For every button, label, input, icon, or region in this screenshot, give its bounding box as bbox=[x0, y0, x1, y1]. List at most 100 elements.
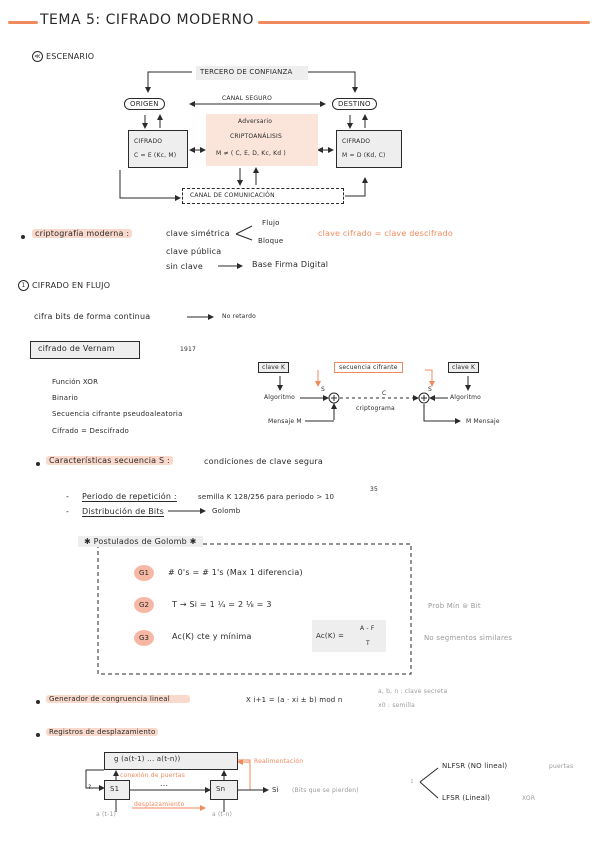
postulados-golomb-header: ✱ Postulados de Golomb ✱ bbox=[78, 536, 203, 547]
section-number-1: 1 bbox=[18, 280, 29, 291]
acf-formula-label: Ac(K) = bbox=[316, 632, 345, 640]
acf-numerator: A - F bbox=[360, 625, 375, 632]
tercero-confianza-label: TERCERO DE CONFIANZA bbox=[200, 68, 293, 76]
algoritmo-left: Algoritmo bbox=[264, 394, 296, 401]
desplazamiento-label: desplazamiento bbox=[134, 801, 185, 808]
secuencia-cifrante-label: secuencia cifrante bbox=[334, 362, 403, 373]
sin-clave: sin clave bbox=[166, 262, 203, 271]
star-icon: ✱ bbox=[84, 537, 94, 546]
g-function-label: g (a(t-1) ... a(t-n)) bbox=[114, 755, 181, 763]
cifrado-descifrado: Cifrado = Descifrado bbox=[52, 427, 130, 435]
a-tn-label: a (t-n) bbox=[212, 811, 232, 818]
caracteristicas-label: Características secuencia S : bbox=[46, 456, 173, 465]
acf-formula-box bbox=[312, 620, 386, 652]
destino-cloud: DESTINO bbox=[332, 98, 377, 110]
algoritmo-right: Algoritmo bbox=[450, 394, 482, 401]
adversario-formula: M ≠ ( C, E, D, Kc, Kd ) bbox=[216, 150, 286, 157]
g3-text: Ac(K) cte y mínima bbox=[172, 632, 252, 641]
vernam-label: cifrado de Vernam bbox=[38, 344, 115, 353]
generador-label: Generador de congruencia lineal bbox=[46, 695, 190, 703]
nlfsr-label: NLFSR (NO lineal) bbox=[442, 762, 508, 770]
no-retardo: No retardo bbox=[222, 313, 256, 320]
g2-badge: G2 bbox=[134, 597, 154, 613]
secuencia-pseudo: Secuencia cifrante pseudoaleatoria bbox=[52, 410, 183, 418]
registros-label: Registros de desplazamiento bbox=[46, 728, 159, 736]
funcion-xor: Función XOR bbox=[52, 378, 99, 386]
sn-box bbox=[210, 780, 238, 800]
dots-icon: ⁝ bbox=[411, 778, 414, 785]
cifrado-flujo-heading: CIFRADO EN FLUJO bbox=[32, 281, 111, 290]
adversario-label: Adversario bbox=[238, 118, 273, 125]
periodo-exp: 35 bbox=[370, 486, 379, 493]
s-left: S bbox=[321, 386, 326, 393]
bullet bbox=[36, 700, 40, 704]
g2-note: Prob Mín ⊜ Bit bbox=[428, 602, 481, 610]
cifrado-origen-box bbox=[128, 130, 188, 168]
cifrado-destino-box bbox=[336, 130, 402, 168]
condiciones-clave: condiciones de clave segura bbox=[204, 457, 323, 466]
page-title: TEMA 5: CIFRADO MODERNO bbox=[40, 12, 254, 28]
dash: - bbox=[66, 492, 70, 501]
clave-k-left: clave K bbox=[258, 362, 290, 373]
a-t1-label: a (t-1) bbox=[96, 811, 117, 818]
bullet bbox=[21, 235, 25, 239]
escenario-icon: ≪ bbox=[32, 51, 43, 62]
distribucion-label: Distribución de Bits bbox=[82, 507, 165, 517]
mensaje-left: Mensaje M bbox=[268, 418, 302, 425]
star-icon: ✱ bbox=[186, 537, 197, 546]
periodo-label: Periodo de repetición : bbox=[82, 492, 177, 502]
title-line-left bbox=[8, 21, 38, 24]
clave-simetrica: clave simétrica bbox=[166, 229, 230, 238]
feedback-question: ? bbox=[88, 784, 92, 791]
cifrado-destino-formula: M = D (Kd, C) bbox=[342, 152, 386, 159]
generador-note-2: x0 : semilla bbox=[378, 702, 415, 709]
clave-k-right: clave K bbox=[448, 362, 480, 373]
cifrado-origen-title: CIFRADO bbox=[134, 138, 163, 145]
g1-text: # 0's = # 1's (Max 1 diferencia) bbox=[168, 568, 303, 577]
cifra-bits: cifra bits de forma continua bbox=[34, 312, 151, 321]
golomb-label: Golomb bbox=[212, 507, 241, 515]
vernam-year: 1917 bbox=[180, 346, 197, 353]
clave-publica: clave pública bbox=[166, 247, 222, 256]
g3-note: No segmentos similares bbox=[424, 634, 513, 642]
adversario-box bbox=[206, 114, 318, 166]
bullet bbox=[36, 462, 40, 466]
title-line-right bbox=[258, 21, 590, 24]
binario: Binario bbox=[52, 394, 78, 402]
tercero-confianza-box bbox=[196, 66, 308, 80]
acf-denominator: T bbox=[366, 640, 370, 647]
s-right: S bbox=[428, 386, 433, 393]
bloque-label: Bloque bbox=[258, 237, 284, 245]
lfsr-note: XOR bbox=[522, 795, 536, 802]
g2-text: T → Si = 1 ¼ = 2 ⅛ = 3 bbox=[172, 600, 272, 609]
si-note: (Bits que se pierden) bbox=[292, 787, 359, 794]
cifrado-origen-formula: C = E (Kc, M) bbox=[134, 152, 177, 159]
conexion-puertas-label: conexión de puertas bbox=[120, 772, 186, 779]
realimentacion-label: Realimentación bbox=[254, 758, 304, 765]
generador-note-1: a, b, n : clave secreta bbox=[378, 688, 448, 695]
canal-comunicacion-label: CANAL DE COMUNICACIÓN bbox=[190, 192, 275, 199]
clave-note: clave cifrado = clave descifrado bbox=[318, 229, 454, 238]
sn-label: Sn bbox=[216, 785, 226, 793]
si-label: Si bbox=[272, 786, 279, 794]
g3-badge: G3 bbox=[134, 630, 154, 646]
mensaje-right: M Mensaje bbox=[466, 418, 500, 425]
vernam-box bbox=[30, 341, 140, 359]
origen-cloud: ORIGEN bbox=[124, 98, 165, 110]
flujo-label: Flujo bbox=[262, 219, 280, 227]
nlfsr-note: puertas bbox=[549, 763, 574, 770]
cripto-moderna-label: criptografía moderna : bbox=[32, 229, 133, 238]
g1-badge: G1 bbox=[134, 565, 154, 581]
criptograma-label: criptograma bbox=[356, 405, 395, 412]
escenario-heading: ESCENARIO bbox=[46, 52, 95, 61]
c-label: C bbox=[382, 390, 387, 397]
bullet bbox=[36, 733, 40, 737]
s1-label: S1 bbox=[110, 785, 120, 793]
dash: - bbox=[66, 507, 70, 516]
canal-seguro-label: CANAL SEGURO bbox=[222, 95, 273, 102]
register-dots: ... bbox=[160, 779, 169, 788]
lfsr-label: LFSR (Lineal) bbox=[442, 794, 491, 802]
periodo-text: semilla K 128/256 para periodo > 10 bbox=[198, 493, 335, 501]
g-function-box bbox=[104, 752, 238, 770]
